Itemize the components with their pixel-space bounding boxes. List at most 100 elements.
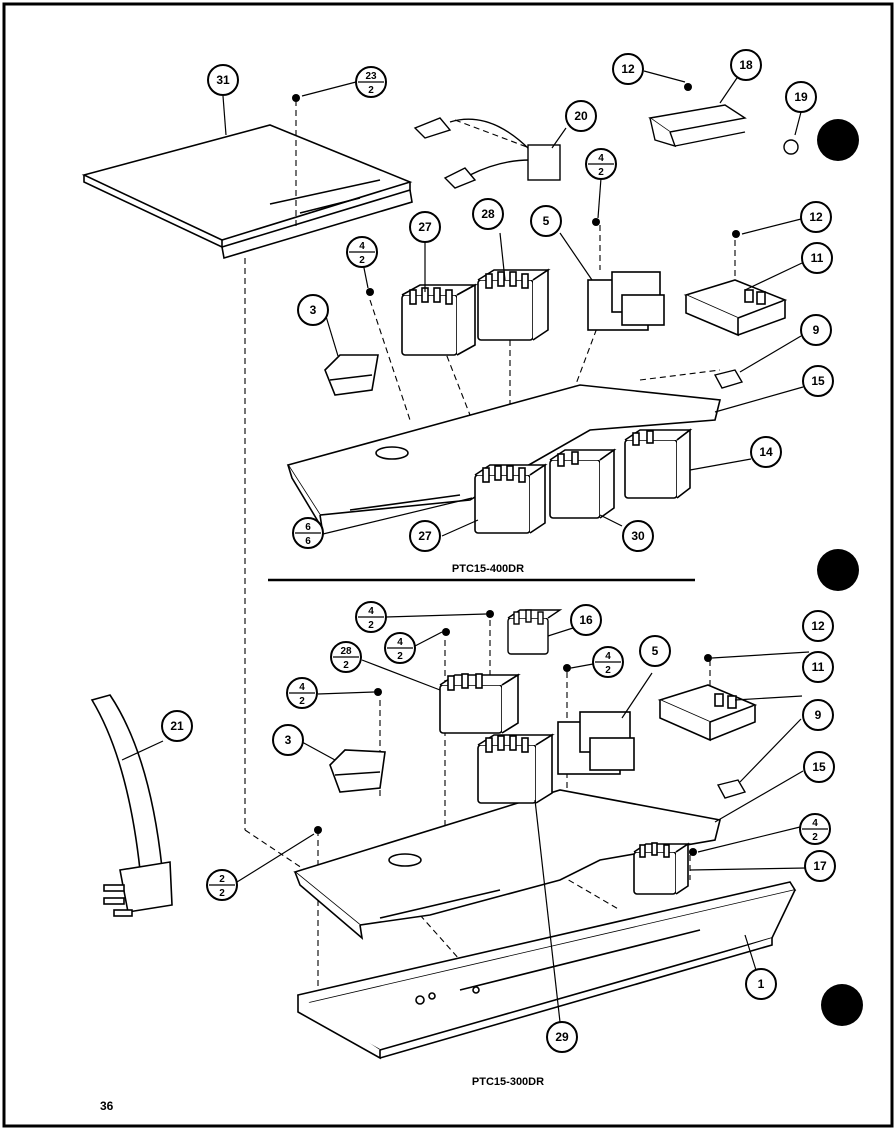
fraction-top: 4 [598,153,604,164]
callout-label: 31 [216,73,230,87]
callout-17: 17 [804,850,836,882]
callout-31: 31 [207,64,239,96]
relay-part [477,268,551,341]
fraction-top: 4 [299,682,305,693]
callout-label: 12 [621,62,635,76]
callout-label: 9 [813,323,820,337]
callout-9: 9 [800,314,832,346]
callout-label: 11 [812,660,825,674]
screw-part [314,610,712,856]
relay-part [549,448,617,519]
binder-hole-mark [821,984,863,1026]
callout-label: 21 [170,719,184,733]
callout-label: 29 [555,1030,569,1044]
callout-21: 21 [161,710,193,742]
callout-label: 27 [418,529,432,543]
fraction-bottom: 2 [598,167,604,178]
callout-3: 3 [297,294,329,326]
callout-28: 28 [472,198,504,230]
callout-label: 19 [794,90,808,104]
fraction-bottom: 2 [299,696,305,707]
callout-label: 18 [739,58,753,72]
callout-label: 5 [652,644,659,658]
fraction-top: 6 [305,522,311,533]
relay-part [633,842,691,895]
callout-30: 30 [622,520,654,552]
fraction-callout: 232 [355,66,387,98]
fraction-top: 4 [605,651,611,662]
fraction-top: 4 [812,818,818,829]
base-tray-part [297,881,797,1060]
fraction-top: 4 [359,241,365,252]
callout-11: 11 [801,242,833,274]
fraction-bottom: 2 [359,255,365,266]
fraction-bottom: 2 [219,888,225,899]
fraction-top: 2 [219,874,225,885]
callout-27: 27 [409,520,441,552]
callout-12: 12 [802,610,834,642]
fraction-callout: 66 [292,517,324,549]
clip-part [713,369,744,389]
fraction-bottom: 2 [397,651,403,662]
callout-label: 14 [759,445,773,459]
callout-label: 12 [811,619,825,633]
callout-29: 29 [546,1021,578,1053]
model-caption-upper: PTC15-400DR [452,563,524,575]
fraction-top: 28 [340,646,352,657]
callout-label: 3 [310,303,317,317]
wire-harness-part [413,117,561,189]
screw-part [292,83,740,296]
connector-part [648,104,747,148]
fraction-callout: 22 [206,869,238,901]
callout-label: 9 [815,708,822,722]
page-number: 36 [100,1099,114,1113]
callout-label: 15 [811,374,825,388]
terminal-block-part [657,684,758,742]
relay-part [507,609,563,655]
callout-label: 20 [574,109,588,123]
fraction-callout: 42 [384,632,416,664]
top-cover-part [81,124,413,260]
clip-part [716,779,747,799]
callout-9: 9 [802,699,834,731]
callout-11: 11 [802,651,834,683]
relay-part [474,463,548,534]
callout-label: 30 [631,529,645,543]
callout-19: 19 [785,81,817,113]
relay-part [624,428,693,499]
relay-part [477,733,555,804]
fraction-callout: 42 [585,148,617,180]
callout-16: 16 [570,604,602,636]
callout-label: 27 [418,220,432,234]
callout-label: 28 [481,207,495,221]
bracket-part [329,749,386,793]
binder-hole-mark [817,549,859,591]
callout-label: 17 [813,859,827,873]
fraction-callout: 42 [346,236,378,268]
relay-part [439,673,521,734]
callout-12: 12 [800,201,832,233]
callout-label: 1 [758,977,765,991]
fraction-callout: 42 [355,601,387,633]
relay-part [401,283,479,356]
callout-15: 15 [802,365,834,397]
fraction-bottom: 2 [812,832,818,843]
callout-label: 12 [809,210,823,224]
power-cord-part [90,694,173,917]
grommet-part [783,139,799,155]
fraction-callout: 42 [286,677,318,709]
leader-lines [121,70,810,1023]
fraction-top: 4 [397,637,403,648]
fraction-top: 23 [365,71,377,82]
bracket-part [324,354,379,396]
callout-3: 3 [272,724,304,756]
callout-label: 3 [285,733,292,747]
model-caption-lower: PTC15-300DR [472,1076,544,1088]
callout-label: 16 [579,613,593,627]
transformer-part [557,711,635,775]
fraction-bottom: 6 [305,536,311,547]
callout-5: 5 [639,635,671,667]
callout-1: 1 [745,968,777,1000]
